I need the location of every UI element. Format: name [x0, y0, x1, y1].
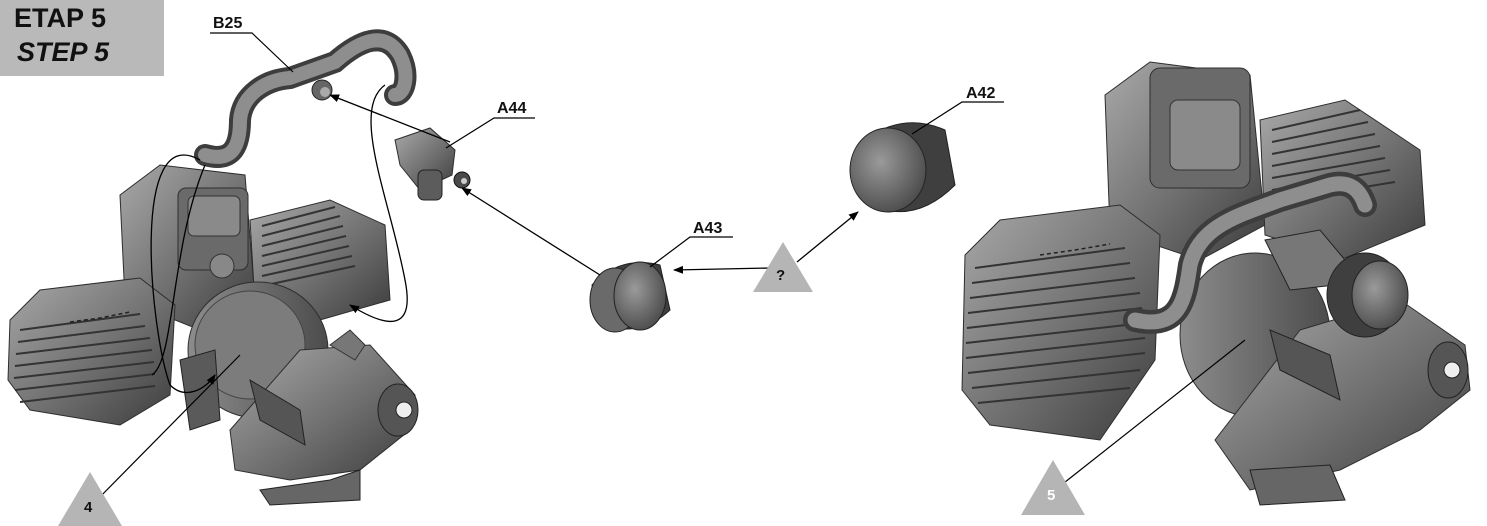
reference-marker-4-text: 4 — [84, 499, 93, 516]
reference-marker-5-text: 5 — [1047, 487, 1055, 504]
engine-after — [961, 61, 1471, 506]
label-a42: A42 — [966, 85, 995, 102]
part-a42-cap — [849, 122, 956, 213]
step-title-polish: ETAP 5 — [14, 3, 107, 33]
label-a43: A43 — [693, 220, 722, 237]
label-b25: B25 — [213, 15, 242, 32]
part-labels: B25 A44 A42 A43 — [213, 15, 995, 237]
part-b25-pipe — [194, 29, 417, 168]
step-title-english: STEP 5 — [17, 37, 110, 67]
question-marker-text: ? — [776, 267, 785, 284]
question-marker: ? — [753, 242, 813, 292]
reference-marker-4: 4 — [58, 472, 122, 526]
reference-marker-5: 5 — [1021, 460, 1085, 515]
part-a44-fitting — [394, 127, 471, 201]
engine-before — [7, 164, 419, 506]
label-a44: A44 — [497, 100, 526, 117]
assembly-arrows — [150, 84, 859, 394]
step-banner: ETAP 5 STEP 5 — [0, 0, 164, 76]
part-a43-cap — [589, 261, 671, 333]
